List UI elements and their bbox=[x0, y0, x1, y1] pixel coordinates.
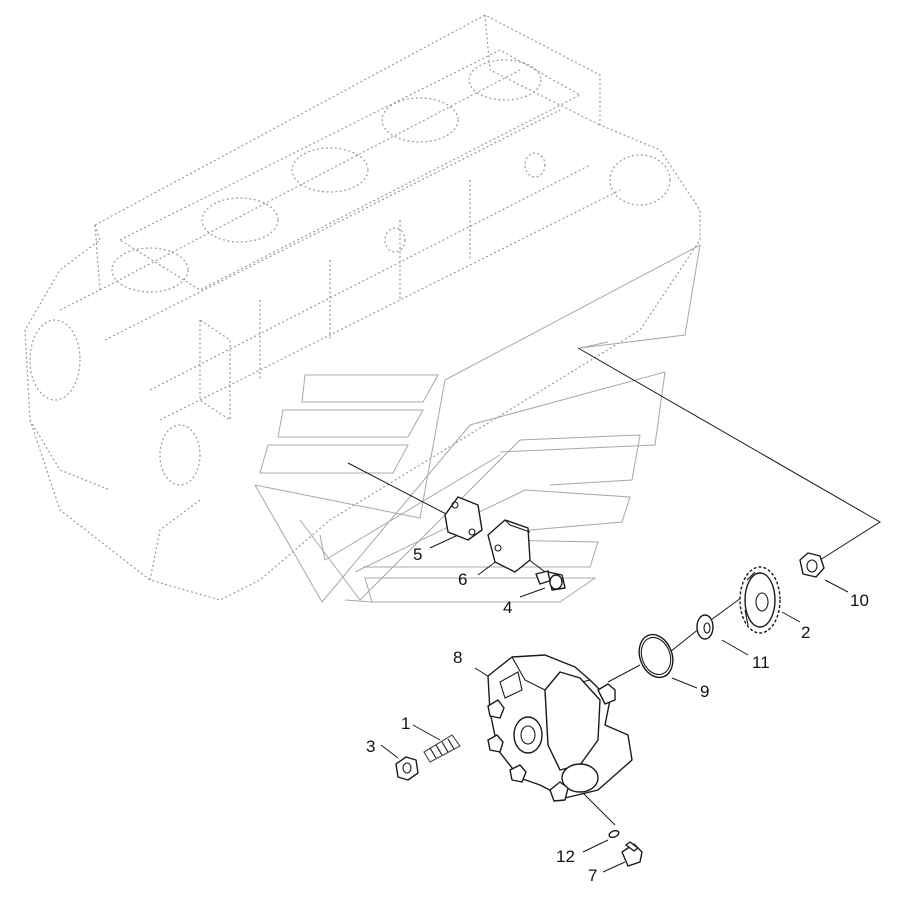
callout-7: 7 bbox=[588, 866, 597, 885]
callout-labels: 1 2 3 4 5 6 7 8 9 10 11 12 bbox=[366, 545, 869, 885]
callout-10: 10 bbox=[850, 591, 869, 610]
gasket-part-5 bbox=[444, 496, 483, 541]
callout-11: 11 bbox=[752, 653, 770, 672]
bolt-part-4 bbox=[535, 570, 566, 591]
washer-part-11 bbox=[696, 614, 714, 640]
callout-8: 8 bbox=[453, 648, 462, 667]
callout-1: 1 bbox=[401, 714, 410, 733]
callout-5: 5 bbox=[413, 545, 422, 564]
leader-lines bbox=[347, 347, 881, 873]
callout-4: 4 bbox=[503, 598, 512, 617]
nut-part-3 bbox=[395, 756, 419, 781]
callout-2: 2 bbox=[801, 623, 810, 642]
plug-part-7 bbox=[621, 841, 643, 867]
stud-part-1 bbox=[423, 734, 461, 763]
callout-9: 9 bbox=[700, 682, 709, 701]
nut-part-10 bbox=[799, 552, 825, 578]
engine-block-ghost bbox=[24, 14, 701, 601]
front-cover-outline bbox=[254, 244, 701, 603]
callout-12: 12 bbox=[556, 847, 575, 866]
callout-6: 6 bbox=[458, 570, 467, 589]
o-ring-part-9 bbox=[638, 633, 674, 679]
seal-part-12 bbox=[608, 830, 620, 838]
callout-3: 3 bbox=[366, 737, 375, 756]
cover-plate-part-6 bbox=[487, 519, 531, 573]
pump-part-8 bbox=[487, 654, 633, 802]
gear-part-2 bbox=[739, 566, 781, 634]
